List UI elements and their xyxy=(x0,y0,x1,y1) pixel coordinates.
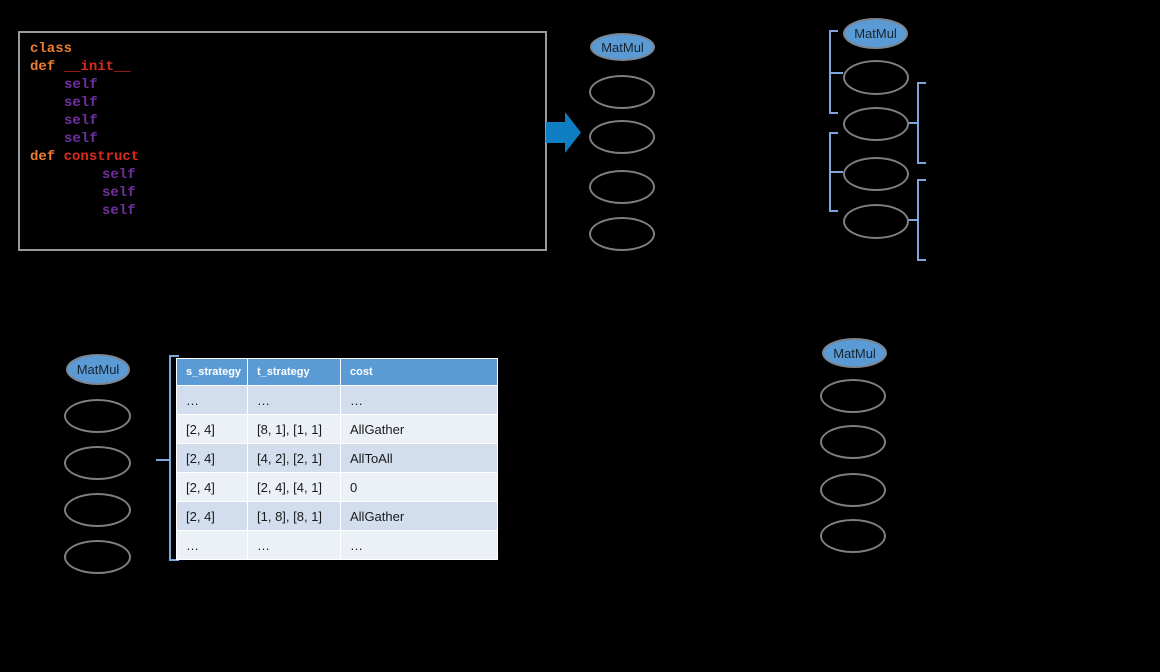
self-token: self xyxy=(102,203,136,219)
strategy-node xyxy=(589,120,655,154)
code-line: self xyxy=(64,130,545,148)
keyword-token: class xyxy=(30,41,73,57)
code-line: self xyxy=(64,112,545,130)
code-line: self xyxy=(102,166,545,184)
self-token: self xyxy=(102,167,136,183)
self-token: self xyxy=(64,77,98,93)
table-header-cell: cost xyxy=(340,358,498,386)
table-cell: 0 xyxy=(340,472,498,502)
code-line: self xyxy=(64,76,545,94)
table-cell: AllToAll xyxy=(340,443,498,473)
flow-arrow-icon xyxy=(546,112,581,153)
function-name-token: __init__ xyxy=(63,59,131,75)
code-block: class def __init__ self self self self d… xyxy=(18,31,547,251)
table-cell: [2, 4], [4, 1] xyxy=(247,472,341,502)
table-row: [2, 4] [4, 2], [2, 1] AllToAll xyxy=(176,443,498,473)
strategy-node xyxy=(589,217,655,251)
table-row: [2, 4] [1, 8], [8, 1] AllGather xyxy=(176,501,498,531)
code-line: self xyxy=(102,202,545,220)
table-cell: … xyxy=(340,530,498,560)
strategy-node xyxy=(820,379,886,413)
code-line: self xyxy=(64,94,545,112)
code-line: def __init__ xyxy=(30,58,545,76)
grouping-bracket xyxy=(908,179,926,261)
table-row: [2, 4] [2, 4], [4, 1] 0 xyxy=(176,472,498,502)
keyword-token: def xyxy=(30,149,64,165)
table-row: … … … xyxy=(176,530,498,560)
table-header-cell: t_strategy xyxy=(247,358,341,386)
self-token: self xyxy=(64,113,98,129)
matmul-node: MatMul xyxy=(66,354,130,385)
strategy-node xyxy=(589,170,655,204)
strategy-node xyxy=(64,493,131,527)
matmul-node: MatMul xyxy=(822,338,887,368)
strategy-node xyxy=(820,425,886,459)
function-name-token: construct xyxy=(63,149,140,165)
table-cell: [8, 1], [1, 1] xyxy=(247,414,341,444)
strategy-node xyxy=(820,519,886,553)
table-row: … … … xyxy=(176,385,498,415)
strategy-node xyxy=(589,75,655,109)
table-row: [2, 4] [8, 1], [1, 1] AllGather xyxy=(176,414,498,444)
strategy-cost-table: s_strategy t_strategy cost … … … [2, 4] … xyxy=(176,358,498,560)
strategy-node xyxy=(843,107,909,141)
self-token: self xyxy=(102,185,136,201)
strategy-node xyxy=(820,473,886,507)
grouping-bracket xyxy=(829,30,843,114)
table-cell: [2, 4] xyxy=(176,443,248,473)
code-line: class xyxy=(30,40,545,58)
table-cell: AllGather xyxy=(340,501,498,531)
table-header-cell: s_strategy xyxy=(176,358,248,386)
table-cell: [1, 8], [8, 1] xyxy=(247,501,341,531)
strategy-node xyxy=(843,60,909,95)
strategy-node xyxy=(64,446,131,480)
keyword-token: def xyxy=(30,59,64,75)
table-cell: [2, 4] xyxy=(176,472,248,502)
grouping-bracket xyxy=(829,132,843,212)
code-line: self xyxy=(102,184,545,202)
strategy-node xyxy=(64,540,131,574)
table-cell: [2, 4] xyxy=(176,501,248,531)
table-cell: … xyxy=(247,530,341,560)
self-token: self xyxy=(64,131,98,147)
matmul-node: MatMul xyxy=(843,18,908,49)
strategy-node xyxy=(843,204,909,239)
table-cell: [4, 2], [2, 1] xyxy=(247,443,341,473)
table-cell: [2, 4] xyxy=(176,414,248,444)
code-line: def construct xyxy=(30,148,545,166)
matmul-node: MatMul xyxy=(590,33,655,61)
grouping-bracket xyxy=(908,82,926,164)
table-cell: … xyxy=(247,385,341,415)
self-token: self xyxy=(64,95,98,111)
table-cell: AllGather xyxy=(340,414,498,444)
table-cell: … xyxy=(176,385,248,415)
table-cell: … xyxy=(340,385,498,415)
table-cell: … xyxy=(176,530,248,560)
table-header-row: s_strategy t_strategy cost xyxy=(176,358,498,386)
strategy-node xyxy=(843,157,909,191)
strategy-node xyxy=(64,399,131,433)
